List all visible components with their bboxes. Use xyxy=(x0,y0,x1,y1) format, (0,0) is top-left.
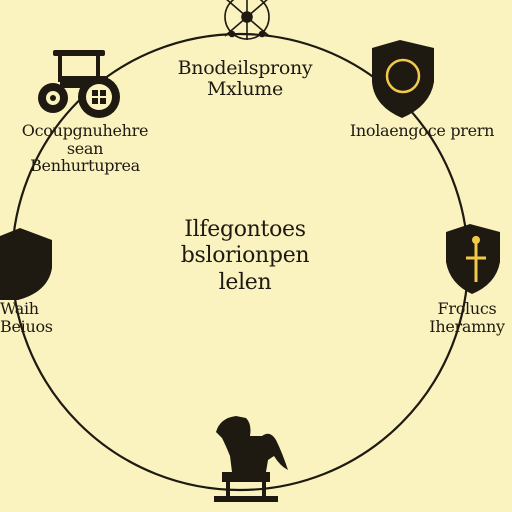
tractor-icon xyxy=(38,50,120,118)
label-center-line-1: Ilfegontoes xyxy=(184,217,306,242)
label-center-line-3: lelen xyxy=(218,269,272,295)
label-upper-left-line-1: Ocoupgnuhehre xyxy=(21,121,149,140)
label-upper-left-line-3: Benhurtuprea xyxy=(30,156,140,176)
label-lower-right-line-2: Iheramny xyxy=(429,316,505,336)
shield-sword-icon xyxy=(446,224,500,294)
label-center: Ilfegontoes bslorionpen lelen xyxy=(145,217,345,296)
label-lower-left: Waih Beiuos xyxy=(0,300,90,335)
compass-icon xyxy=(224,0,270,40)
label-lower-right: Frolucs Iheramny xyxy=(422,300,512,335)
label-upper-left: Ocoupgnuhehre sean Benhurtuprea xyxy=(0,122,170,175)
label-top: Bnodeilsprony Mxlume xyxy=(150,58,340,100)
label-lower-left-line-1: Waih xyxy=(0,299,39,318)
label-center-line-2: bslorionpen xyxy=(180,243,310,269)
label-upper-right: Inolaengoce prern xyxy=(332,122,512,140)
shield-ring-icon xyxy=(372,40,434,118)
label-top-line-2: Mxlume xyxy=(207,77,283,100)
label-upper-right-line-1: Inolaengoce prern xyxy=(349,121,495,140)
shield-icon xyxy=(0,228,52,300)
label-upper-left-line-2: sean xyxy=(66,138,104,158)
label-top-line-1: Bnodeilsprony xyxy=(177,57,313,79)
label-lower-left-line-2: Beiuos xyxy=(0,316,53,336)
label-lower-right-line-1: Frolucs xyxy=(437,299,497,318)
horse-statue-icon xyxy=(214,416,288,502)
